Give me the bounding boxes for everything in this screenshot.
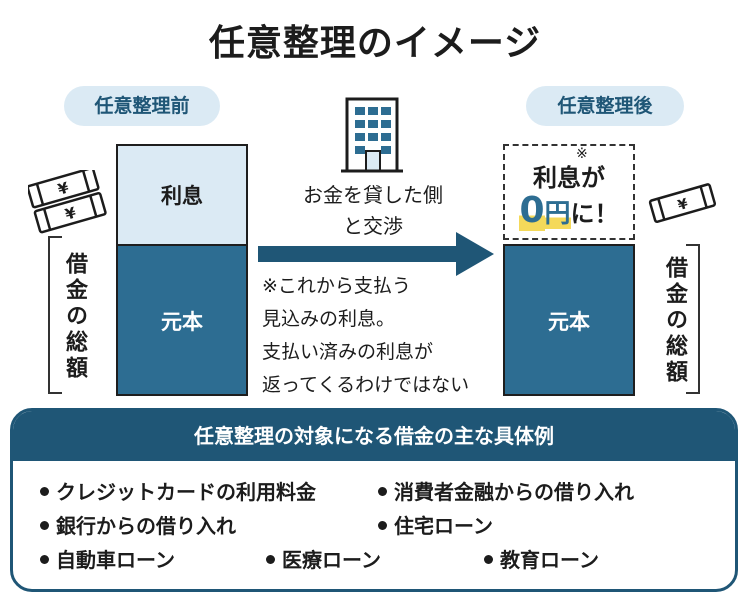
before-principal-label: 元本	[161, 310, 203, 334]
money-stack-icon: ¥ ¥	[28, 170, 107, 234]
note-line-1: ※これから支払う	[262, 275, 411, 297]
negotiation-text: お金を貸した側 と交渉	[283, 180, 463, 242]
list-item: クレジットカードの利用料金	[40, 476, 316, 505]
examples-heading: 任意整理の対象になる借金の主な具体例	[13, 411, 735, 461]
money-stack-icon-after: ¥	[648, 183, 717, 223]
negotiation-line-2: と交渉	[343, 214, 403, 238]
list-item: 自動車ローン	[40, 544, 175, 573]
negotiation-line-1: お金を貸した側	[303, 183, 443, 207]
note-line-3: 支払い済みの利息が	[262, 341, 434, 363]
bullet-dot-icon	[484, 555, 493, 564]
bullet-dot-icon	[40, 521, 49, 530]
after-interest-box	[503, 144, 635, 240]
after-ni: に！	[570, 200, 619, 228]
after-yen: 円	[544, 199, 571, 229]
bullet-dot-icon	[40, 487, 49, 496]
after-total-label: 借金の総額	[662, 256, 687, 386]
before-total-label: 借金の総額	[62, 252, 87, 382]
after-interest-line1: 利息が	[533, 164, 605, 192]
office-building-icon	[341, 97, 403, 173]
total-bracket-right	[686, 244, 700, 394]
examples-panel: 任意整理の対象になる借金の主な具体例	[10, 408, 738, 592]
before-interest-label: 利息	[161, 184, 203, 208]
list-item: 医療ローン	[266, 544, 381, 573]
list-item: 銀行からの借り入れ	[40, 510, 236, 539]
note-line-4: 返ってくるわけではない	[262, 374, 470, 396]
before-label: 任意整理前	[64, 86, 220, 126]
bullet-dot-icon	[378, 487, 387, 496]
after-label: 任意整理後	[526, 86, 684, 126]
svg-text:¥: ¥	[676, 196, 690, 214]
list-item: 住宅ローン	[378, 510, 493, 539]
list-item: 教育ローン	[484, 544, 599, 573]
arrow-right-icon	[258, 232, 494, 276]
bullet-dot-icon	[378, 521, 387, 530]
before-interest-bar	[116, 144, 248, 246]
after-principal-label: 元本	[548, 310, 590, 334]
page-title: 任意整理のイメージ	[208, 23, 542, 64]
after-zero: 0	[519, 190, 545, 231]
interest-note: ※これから支払う 見込みの利息。 支払い済みの利息が 返ってくるわけではない	[262, 270, 502, 402]
bullet-dot-icon	[40, 555, 49, 564]
note-line-2: 見込みの利息。	[262, 308, 396, 330]
list-item: 消費者金融からの借り入れ	[378, 476, 634, 505]
bullet-dot-icon	[266, 555, 275, 564]
after-principal-bar	[503, 244, 635, 396]
before-principal-bar	[116, 244, 248, 396]
total-bracket	[48, 236, 62, 394]
after-note-mark: ※	[576, 146, 588, 162]
after-zero-yen: 0円に！	[505, 190, 633, 231]
